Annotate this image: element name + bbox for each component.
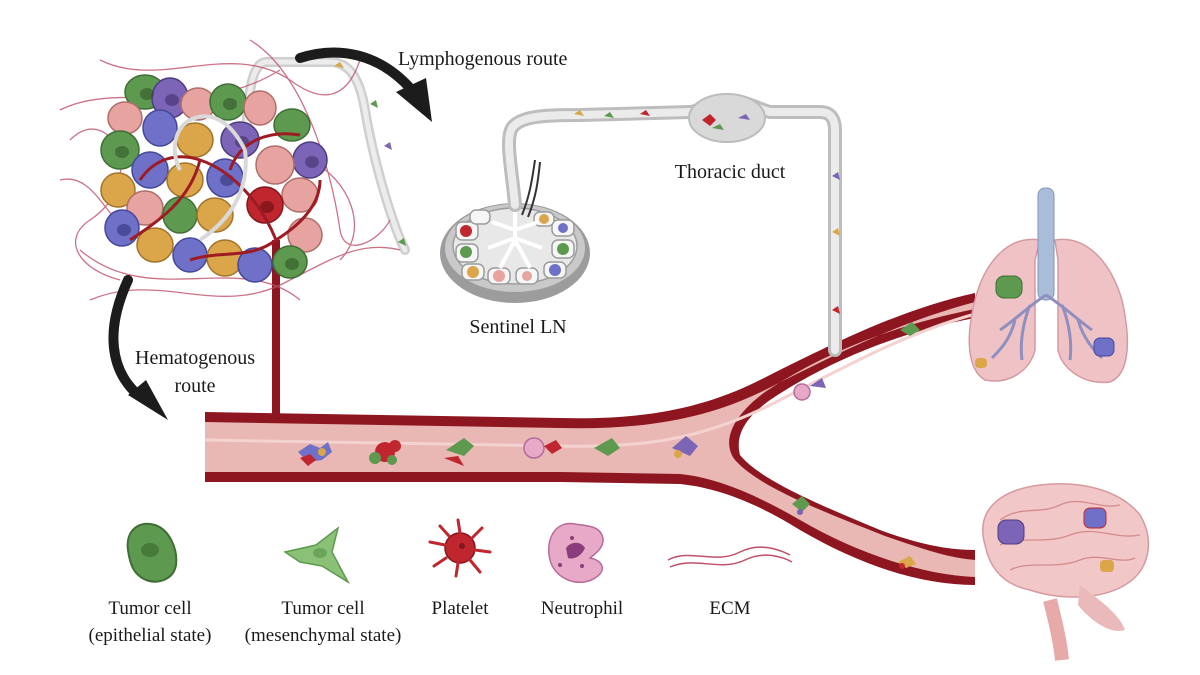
neutrophil-icon (548, 522, 604, 583)
hematogenous-route-label-line1: Hematogenous (135, 347, 255, 369)
legend-mesenchymal-line1: Tumor cell (281, 598, 364, 619)
primary-tumor (59, 39, 401, 301)
brain-organ (982, 483, 1150, 661)
platelet-icon (428, 518, 492, 578)
lymphogenous-route-label: Lymphogenous route (398, 48, 568, 70)
ecm-fibers-icon (667, 546, 793, 568)
legend-mesenchymal-line2: (mesenchymal state) (245, 625, 402, 646)
ctc-cluster-3 (444, 438, 474, 466)
bronchi (990, 293, 1104, 361)
ctc-cluster-1 (298, 442, 332, 466)
lymph-tumor-cells (334, 62, 840, 314)
ctc-cluster-6 (672, 436, 698, 458)
sentinel-ln-label: Sentinel LN (469, 316, 566, 338)
ctc-cluster-7 (793, 378, 826, 401)
ctc-cluster-8 (900, 322, 920, 336)
lungs-organ (968, 187, 1129, 384)
epithelial-tumor-cell-icon (126, 522, 178, 583)
brain-metastasis-2 (1083, 507, 1107, 529)
trachea (1037, 187, 1055, 301)
lung-metastasis-3 (975, 358, 987, 368)
legend-epithelial-line1: Tumor cell (108, 598, 191, 619)
ctc-cluster-2 (369, 440, 401, 465)
legend-ecm-label: ECM (709, 598, 750, 619)
tumor-lymph-vessels (172, 114, 248, 242)
brain-metastasis-1 (997, 519, 1025, 545)
ctc-cluster-4 (523, 437, 562, 459)
mesenchymal-tumor-cell-icon (283, 526, 350, 585)
thoracic-duct-cistern (688, 93, 766, 143)
route-labels: Lymphogenous route Hematogenous route Th… (135, 48, 786, 397)
tumor-blood-vessels (129, 132, 322, 262)
thoracic-duct-label: Thoracic duct (675, 161, 786, 183)
legend-labels: Tumor cell (epithelial state) Tumor cell… (89, 598, 751, 646)
vessel-highlight (204, 312, 976, 448)
efferent-lymph-vessel (334, 62, 842, 357)
legend-neutrophil-label: Neutrophil (541, 598, 623, 619)
tumor-feeding-vessel (272, 240, 280, 418)
hematogenous-route-label-line2: route (174, 375, 215, 397)
lymphatic-vessel-from-tumor (240, 57, 410, 255)
blood-vessel (204, 293, 976, 585)
legend-platelet-label: Platelet (432, 598, 490, 619)
lymphogenous-route-arrow (295, 47, 432, 122)
hematogenous-route-arrow (108, 275, 168, 420)
legend-icons (126, 518, 793, 585)
circulating-tumor-cells (298, 322, 920, 569)
lung-metastasis-2 (1093, 337, 1115, 357)
vessel-lumen (205, 302, 975, 577)
brain-metastasis-3 (1100, 560, 1114, 572)
ctc-cluster-10 (898, 556, 916, 569)
ctc-cluster-9 (792, 496, 810, 515)
sentinel-lymph-node (440, 159, 590, 303)
legend-epithelial-line2: (epithelial state) (89, 625, 212, 646)
tumor-cell-mass (100, 74, 328, 283)
ctc-cluster-5 (594, 438, 620, 456)
lymph-node-tumor-cells (460, 214, 569, 282)
lung-metastasis-1 (995, 275, 1023, 299)
